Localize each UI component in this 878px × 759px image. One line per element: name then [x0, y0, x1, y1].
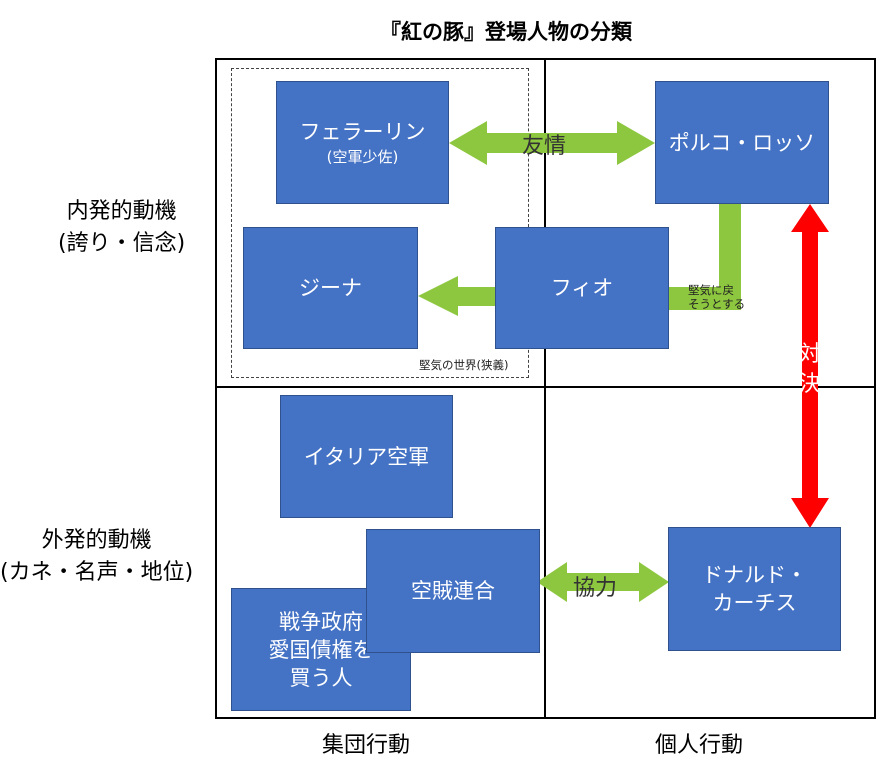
node-porco-rosso-name: ポルコ・ロッソ	[668, 130, 816, 155]
friendship-arrow	[449, 121, 655, 165]
showdown-label-line2: 決	[798, 372, 821, 397]
column-label-group: 集団行動	[322, 733, 411, 758]
return-to-straight-connector	[668, 203, 741, 310]
row-label-extrinsic-line2: (カネ・名声・地位)	[0, 560, 194, 585]
cooperation-label: 協力	[573, 576, 618, 601]
fio-to-gina-arrow	[418, 276, 497, 316]
node-fio-name: フィオ	[550, 276, 614, 300]
return-to-straight-label-line1: 堅気に戻	[688, 283, 734, 297]
column-label-individual: 個人行動	[655, 733, 744, 758]
node-donald-curtis-line1: ドナルド・	[702, 563, 807, 587]
grid-horizontal-divider	[215, 386, 876, 388]
node-war-government-line3: 買う人	[289, 665, 353, 690]
node-pirate-union-name: 空賊連合	[411, 579, 495, 603]
return-to-straight-label: 堅気に戻 そうとする	[688, 283, 745, 311]
row-label-intrinsic: 内発的動機 (誇り・信念)	[58, 196, 185, 260]
node-donald-curtis: ドナルド・ カーチス	[668, 527, 841, 651]
return-to-straight-label-line2: そうとする	[688, 297, 746, 311]
showdown-label: 対 決	[795, 340, 825, 400]
node-ferrarin: フェラーリン (空軍少佐)	[276, 81, 449, 204]
node-porco-rosso: ポルコ・ロッソ	[655, 81, 829, 204]
node-gina: ジーナ	[243, 227, 418, 349]
straight-world-region	[231, 68, 529, 378]
node-pirate-union: 空賊連合	[366, 529, 540, 653]
showdown-label-line1: 対	[798, 342, 821, 367]
row-label-intrinsic-line2: (誇り・信念)	[58, 231, 186, 256]
cooperation-arrow	[537, 562, 669, 602]
row-label-extrinsic-line1: 外発的動機	[41, 528, 152, 553]
row-label-intrinsic-line1: 内発的動機	[66, 199, 177, 224]
grid-vertical-divider	[544, 58, 546, 719]
node-war-government-line2: 愛国債権を	[268, 637, 374, 662]
showdown-arrow	[791, 204, 829, 528]
node-italian-air-force-name: イタリア空軍	[303, 444, 430, 469]
friendship-label: 友情	[522, 134, 567, 159]
diagram-title: 『紅の豚』登場人物の分類	[380, 20, 632, 44]
node-donald-curtis-line2: カーチス	[712, 591, 797, 615]
node-gina-name: ジーナ	[299, 276, 362, 300]
node-fio: フィオ	[495, 227, 669, 349]
node-ferrarin-rank: (空軍少佐)	[326, 147, 399, 166]
node-ferrarin-name: フェラーリン	[299, 119, 426, 144]
node-war-government-line1: 戦争政府	[279, 609, 363, 634]
row-label-extrinsic: 外発的動機 (カネ・名声・地位)	[0, 525, 193, 589]
straight-world-label: 堅気の世界(狭義)	[419, 358, 509, 372]
node-italian-air-force: イタリア空軍	[280, 395, 453, 518]
